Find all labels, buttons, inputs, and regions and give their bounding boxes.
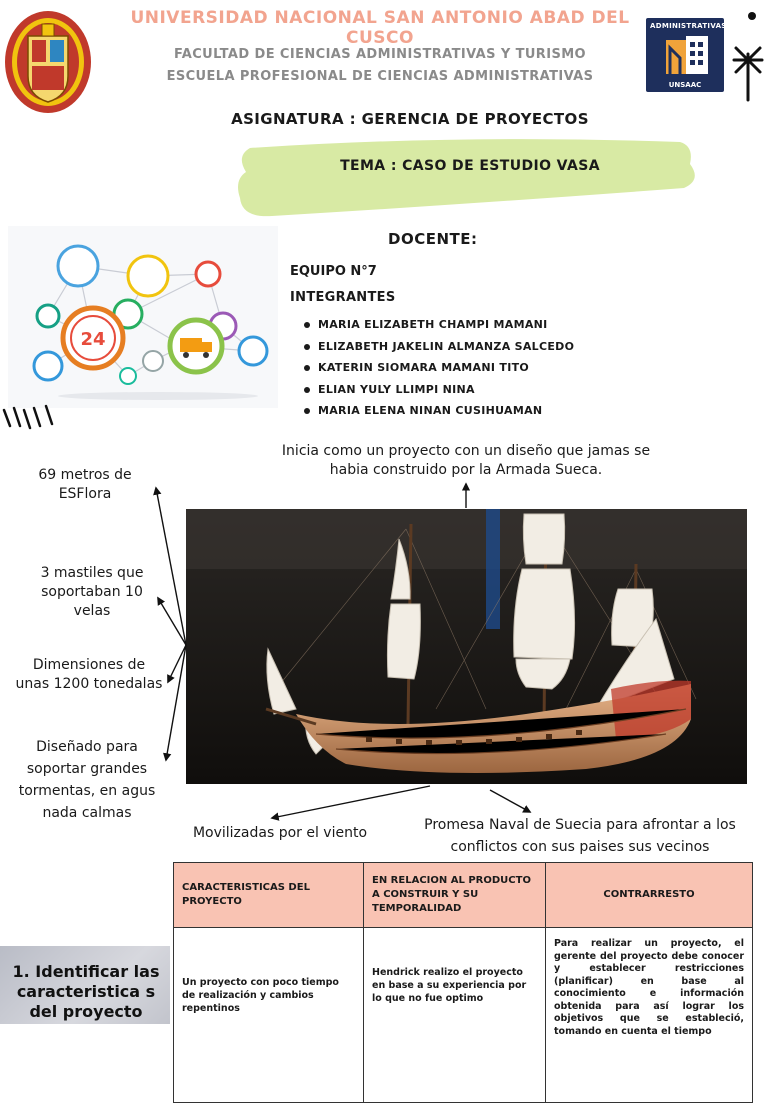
vasa-ship-photo	[186, 509, 747, 784]
table-header-cell: CARACTERISTICAS DEL PROYECTO	[173, 862, 364, 928]
project-characteristics-table: CARACTERISTICAS DEL PROYECTO EN RELACION…	[173, 862, 753, 1103]
annotation-origin: Inicia como un proyecto con un diseño qu…	[281, 443, 651, 478]
annotation-dimensions: Dimensiones de unas 1200 tonedalas	[15, 657, 163, 692]
table-header-cell: EN RELACION AL PRODUCTO A CONSTRUIR Y SU…	[363, 862, 546, 928]
topic-highlight	[238, 139, 695, 217]
list-item: MARIA ELENA NINAN CUSIHUAMAN	[302, 400, 574, 422]
list-item: KATERIN SIOMARA MAMANI TITO	[302, 357, 574, 379]
building-icon	[666, 36, 708, 74]
table-header-row: CARACTERISTICAS DEL PROYECTO EN RELACION…	[173, 862, 753, 928]
members-list: MARIA ELIZABETH CHAMPI MAMANI ELIZABETH …	[302, 314, 574, 422]
faculty-logo-caption: UNSAAC	[668, 81, 702, 89]
decorative-strokes-icon	[2, 404, 54, 430]
list-item: ELIZABETH JAKELIN ALMANZA SALCEDO	[302, 336, 574, 358]
annotation-length: 69 metros de ESFlora	[38, 467, 132, 502]
table-row: Un proyecto con poco tiempo de realizaci…	[173, 927, 753, 1103]
table-cell: Para realizar un proyecto, el gerente de…	[545, 927, 753, 1103]
faculty-logo-label: ADMINISTRATIVAS	[650, 22, 724, 30]
school-name: ESCUELA PROFESIONAL DE CIENCIAS ADMINIST…	[166, 69, 594, 84]
annotation-wind: Movilizadas por el viento	[192, 825, 368, 841]
logistics-illustration: 24	[8, 226, 278, 408]
topic-title: TEMA : CASO DE ESTUDIO VASA	[340, 158, 600, 174]
decorative-sparkle-icon	[732, 12, 764, 102]
list-item: MARIA ELIZABETH CHAMPI MAMANI	[302, 314, 574, 336]
teacher-label: DOCENTE:	[388, 230, 478, 248]
table-cell: Un proyecto con poco tiempo de realizaci…	[173, 927, 364, 1103]
table-cell: Hendrick realizo el proyecto en base a s…	[363, 927, 546, 1103]
step-card: 1. Identificar las caracteristica s del …	[0, 946, 170, 1024]
annotation-masts: 3 mastiles que soportaban 10 velas	[40, 565, 144, 619]
hours-24-badge: 24	[80, 329, 105, 350]
faculty-name: FACULTAD DE CIENCIAS ADMINISTRATIVAS Y T…	[173, 47, 586, 62]
members-heading: INTEGRANTES	[290, 290, 396, 305]
list-item: ELIAN YULY LLIMPI NINA	[302, 379, 574, 401]
team-number: EQUIPO N°7	[290, 264, 377, 279]
step-title: 1. Identificar las caracteristica s del …	[12, 962, 160, 1021]
university-name: UNIVERSIDAD NACIONAL SAN ANTONIO ABAD DE…	[130, 8, 630, 48]
faculty-logo: ADMINISTRATIVAS UNSAAC	[646, 18, 724, 92]
logistics-network-icon: 24	[32, 244, 269, 400]
annotation-naval-promise: Promesa Naval de Suecia para afrontar a …	[424, 817, 736, 855]
subject-title: ASIGNATURA : GERENCIA DE PROYECTOS	[231, 110, 589, 128]
annotation-storms: Diseñado para soportar grandes tormentas…	[18, 739, 156, 821]
university-seal-icon	[5, 11, 91, 113]
table-header-cell: CONTRARRESTO	[545, 862, 753, 928]
